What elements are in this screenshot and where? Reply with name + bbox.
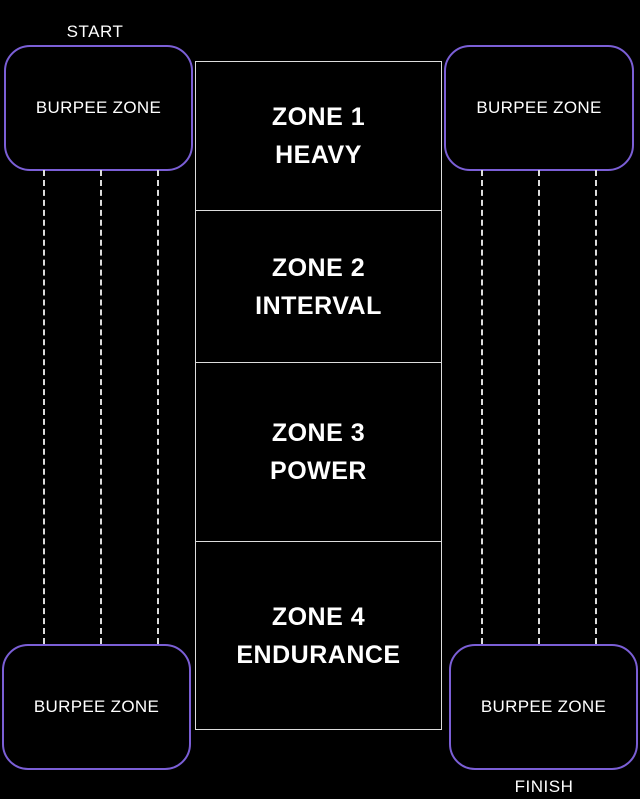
burpee-zone-label: BURPEE ZONE [33, 697, 160, 716]
lane-line [595, 170, 597, 644]
burpee-zone-top-right: BURPEE ZONE [444, 45, 634, 171]
zone-subtitle: ENDURANCE [236, 640, 401, 669]
lane-line [538, 170, 540, 644]
zone-title: ZONE 1 [271, 103, 366, 131]
zone-2: ZONE 2 INTERVAL [195, 210, 442, 363]
burpee-zone-label: BURPEE ZONE [480, 697, 607, 716]
start-label: START [66, 22, 124, 41]
burpee-zone-label: BURPEE ZONE [35, 98, 162, 117]
zone-4: ZONE 4 ENDURANCE [195, 541, 442, 730]
lane-line [100, 170, 102, 644]
lane-line [481, 170, 483, 644]
zone-3: ZONE 3 POWER [195, 362, 442, 542]
zone-subtitle: INTERVAL [255, 291, 382, 320]
zone-subtitle: HEAVY [275, 141, 362, 169]
burpee-zone-label: BURPEE ZONE [476, 98, 602, 117]
zone-subtitle: POWER [270, 457, 367, 485]
zone-1: ZONE 1 HEAVY [195, 61, 442, 211]
zone-title: ZONE 3 [271, 419, 366, 447]
finish-label: FINISH [514, 777, 574, 796]
lane-line [157, 170, 159, 644]
lane-line [43, 170, 45, 644]
zone-title: ZONE 2 [271, 253, 366, 282]
burpee-zone-top-left: BURPEE ZONE [4, 45, 193, 171]
zone-title: ZONE 4 [271, 602, 366, 631]
burpee-zone-bottom-right: BURPEE ZONE [449, 644, 638, 770]
burpee-zone-bottom-left: BURPEE ZONE [2, 644, 191, 770]
